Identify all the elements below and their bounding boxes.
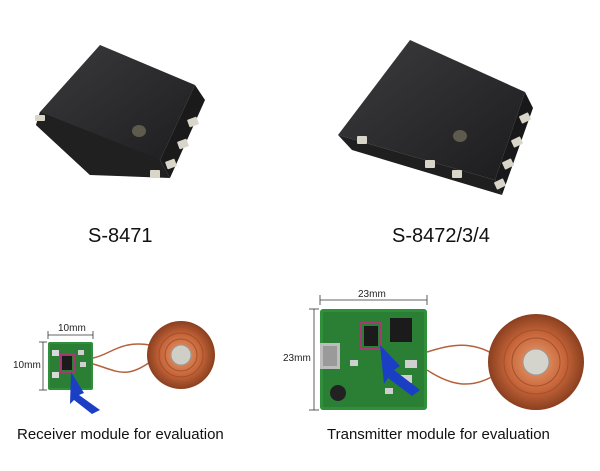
transmitter-width-label: 23mm xyxy=(358,289,386,300)
transmitter-caption: Transmitter module for evaluation xyxy=(327,426,550,443)
s8472-package xyxy=(338,40,533,195)
s8471-package xyxy=(35,45,205,178)
s8472-label: S-8472/3/4 xyxy=(392,225,490,247)
receiver-caption: Receiver module for evaluation xyxy=(17,426,224,443)
receiver-module-image xyxy=(39,321,215,414)
s8471-label: S-8471 xyxy=(88,225,153,247)
receiver-height-label: 10mm xyxy=(13,360,41,371)
transmitter-module-image xyxy=(309,295,584,411)
transmitter-height-label: 23mm xyxy=(283,353,311,364)
receiver-width-label: 10mm xyxy=(58,323,86,334)
